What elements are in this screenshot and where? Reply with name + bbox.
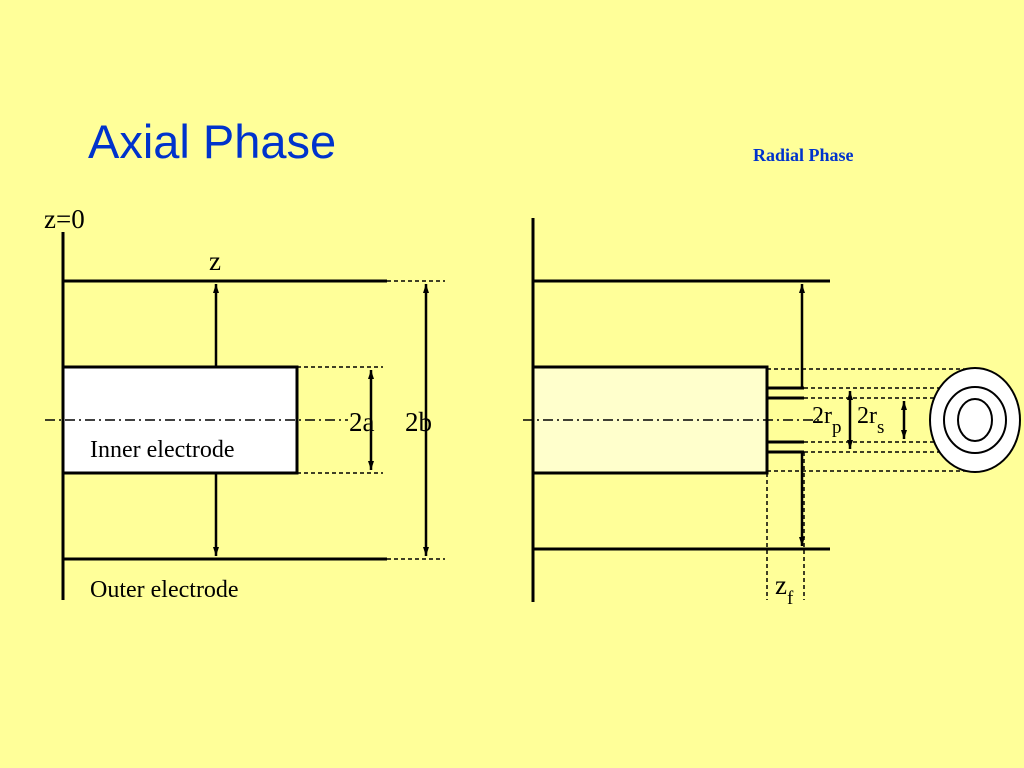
- axial-diagram: z=0 z 2a 2b Inner electrode Outer electr…: [44, 204, 445, 603]
- label-2rp: 2rp: [812, 403, 842, 438]
- label-z0: z=0: [44, 204, 85, 234]
- cross-section-inner-ring: [957, 398, 993, 442]
- label-zf-sub: f: [787, 588, 794, 609]
- label-2rs: 2rs: [857, 403, 884, 438]
- label-inner-electrode: Inner electrode: [90, 437, 235, 463]
- label-2rp-main: 2r: [812, 403, 832, 429]
- label-zf-main: z: [775, 570, 787, 600]
- label-zf: zf: [775, 570, 794, 609]
- label-2rs-sub: s: [877, 417, 884, 438]
- axial-phase-title: Axial Phase: [88, 115, 337, 168]
- label-2b: 2b: [405, 407, 432, 437]
- label-2a: 2a: [349, 407, 375, 437]
- label-2rp-sub: p: [832, 417, 842, 438]
- radial-phase-title: Radial Phase: [753, 145, 854, 165]
- label-outer-electrode: Outer electrode: [90, 577, 239, 603]
- label-z: z: [209, 246, 221, 276]
- label-2rs-main: 2r: [857, 403, 877, 429]
- radial-diagram: 2rp 2rs zf: [523, 218, 1021, 609]
